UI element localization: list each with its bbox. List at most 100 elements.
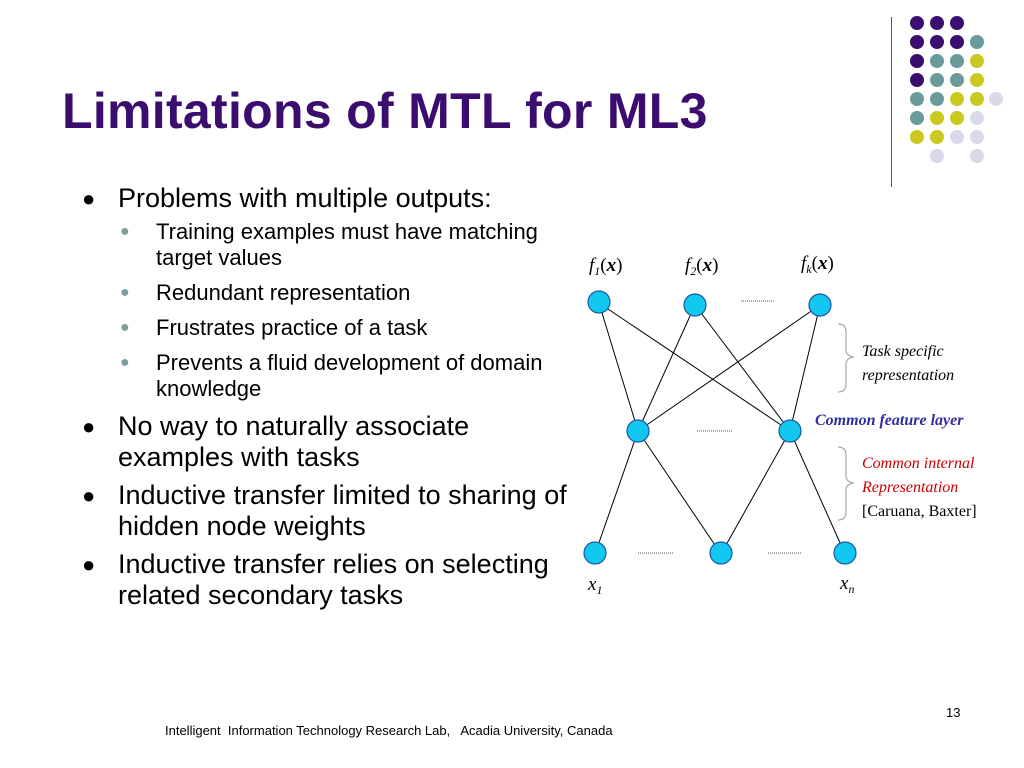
- decor-dot: [930, 92, 944, 106]
- decor-dot: [930, 149, 944, 163]
- output-label: f2(x): [685, 255, 718, 278]
- bullet-list: ● Problems with multiple outputs: ● Trai…: [82, 183, 572, 618]
- task-specific-label: Task specific: [862, 343, 944, 360]
- decor-dot: [970, 54, 984, 68]
- bullet-item: ● Problems with multiple outputs:: [82, 183, 572, 214]
- input-node: [583, 541, 607, 565]
- bullet-item: ● Inductive transfer relies on selecting…: [82, 549, 572, 611]
- citation-label: [Caruana, Baxter]: [862, 503, 977, 520]
- decor-dot: [970, 130, 984, 144]
- bullet-icon: ●: [120, 284, 130, 301]
- brace-icon: [837, 446, 855, 521]
- edge: [637, 430, 722, 555]
- decor-dot: [930, 35, 944, 49]
- common-feature-layer-label: Common feature layer: [815, 412, 964, 429]
- decor-dot: [950, 73, 964, 87]
- decor-dot: [950, 130, 964, 144]
- braces: [837, 323, 855, 521]
- edge: [594, 430, 639, 555]
- representation-label: representation: [862, 367, 954, 384]
- network-edges: [594, 302, 846, 555]
- sub-bullet-item: ● Prevents a fluid development of domain…: [82, 350, 572, 402]
- decor-divider: [891, 17, 892, 187]
- page-number: 13: [946, 705, 961, 720]
- decor-dot: [950, 92, 964, 106]
- output-labels: f1(x) f2(x) fk(x): [589, 253, 834, 278]
- bullet-text: No way to naturally associate examples w…: [118, 411, 470, 472]
- bullet-icon: ●: [120, 223, 130, 240]
- decor-dot: [930, 111, 944, 125]
- sub-bullet-text: Frustrates practice of a task: [156, 315, 428, 340]
- bullet-text: Problems with multiple outputs:: [118, 183, 492, 213]
- decor-dot: [950, 54, 964, 68]
- edge: [637, 304, 696, 432]
- output-node: [808, 293, 832, 317]
- decor-dot: [930, 73, 944, 87]
- decor-dot: [950, 16, 964, 30]
- input-label: x1: [587, 574, 602, 597]
- sub-bullet-item: ● Training examples must have matching t…: [82, 219, 572, 271]
- sub-bullet-item: ● Frustrates practice of a task: [82, 315, 572, 341]
- decor-dot: [989, 92, 1003, 106]
- sub-bullet-text: Redundant representation: [156, 280, 411, 305]
- input-node: [709, 541, 733, 565]
- edge: [637, 304, 821, 432]
- bullet-text: Inductive transfer limited to sharing of…: [118, 480, 567, 541]
- edge: [598, 302, 639, 432]
- decor-dot: [930, 54, 944, 68]
- decor-dot: [950, 35, 964, 49]
- decor-dot: [910, 35, 924, 49]
- input-label: xn: [839, 573, 854, 596]
- decor-dot: [930, 130, 944, 144]
- decor-dot: [950, 111, 964, 125]
- output-node: [587, 290, 611, 314]
- sub-bullet-text: Prevents a fluid development of domain k…: [156, 350, 543, 401]
- bullet-item: ● Inductive transfer limited to sharing …: [82, 480, 572, 542]
- dot-grid: [910, 16, 1003, 163]
- decor-dot: [910, 130, 924, 144]
- edge: [598, 302, 791, 432]
- edge: [789, 304, 821, 432]
- edge: [720, 430, 791, 555]
- slide-title: Limitations of MTL for ML3: [62, 83, 708, 139]
- input-node: [833, 541, 857, 565]
- bullet-icon: ●: [82, 186, 96, 211]
- bullet-icon: ●: [82, 552, 96, 577]
- side-labels: Task specific representation Common feat…: [815, 343, 977, 520]
- bullet-icon: ●: [82, 483, 96, 508]
- decor-dot: [910, 54, 924, 68]
- output-label: fk(x): [801, 253, 834, 276]
- bullet-item: ● No way to naturally associate examples…: [82, 411, 572, 473]
- nodes: [583, 290, 857, 565]
- representation-red-label: Representation: [861, 479, 958, 496]
- sub-bullet-list: ● Training examples must have matching t…: [82, 219, 572, 402]
- decor-dot: [970, 35, 984, 49]
- hidden-node: [778, 419, 802, 443]
- decor-dot: [970, 111, 984, 125]
- decor-dot: [910, 92, 924, 106]
- output-label: f1(x): [589, 255, 622, 278]
- decor-dot: [910, 16, 924, 30]
- common-internal-label: Common internal: [862, 455, 975, 472]
- bullet-icon: ●: [82, 414, 96, 439]
- bullet-icon: ●: [120, 319, 130, 336]
- edge: [789, 430, 846, 555]
- input-labels: x1 xn: [587, 573, 854, 597]
- edge: [694, 304, 791, 432]
- decor-dot: [970, 92, 984, 106]
- sub-bullet-item: ● Redundant representation: [82, 280, 572, 306]
- output-node: [683, 293, 707, 317]
- decor-dot: [970, 149, 984, 163]
- sub-bullet-text: Training examples must have matching tar…: [156, 219, 538, 270]
- decor-dot: [910, 73, 924, 87]
- bullet-text: Inductive transfer relies on selecting r…: [118, 549, 549, 610]
- brace-icon: [837, 323, 855, 393]
- bullet-icon: ●: [120, 354, 130, 371]
- ellipsis-dots: [638, 300, 802, 554]
- footer-text: Intelligent Information Technology Resea…: [165, 723, 613, 738]
- decor-dot: [970, 73, 984, 87]
- hidden-node: [626, 419, 650, 443]
- decor-dot: [910, 111, 924, 125]
- decor-dot: [930, 16, 944, 30]
